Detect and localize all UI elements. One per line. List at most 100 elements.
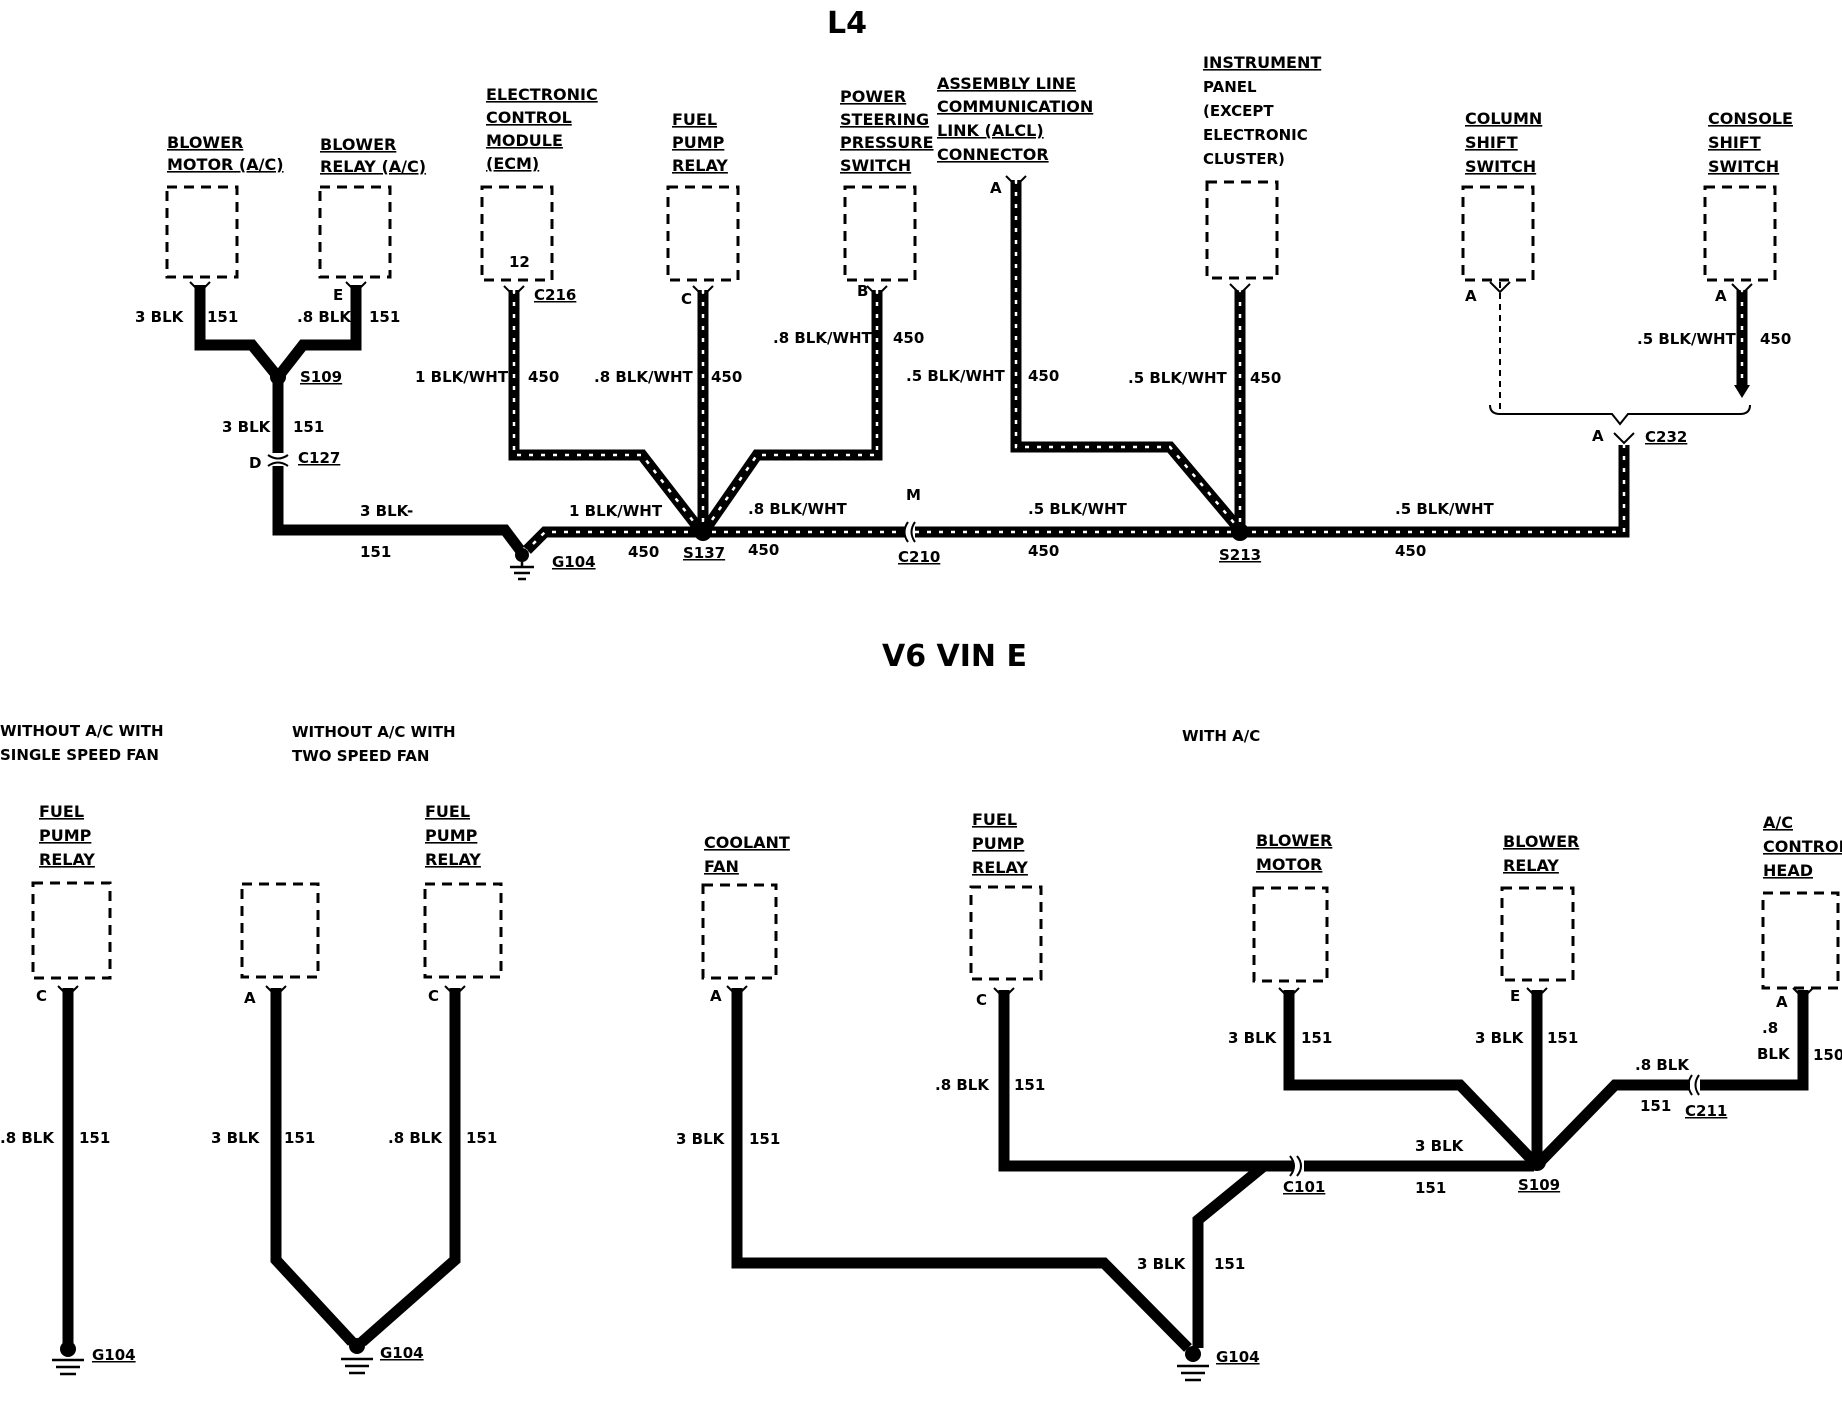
wire-v6b-fpr-g104: [358, 988, 461, 1347]
circuit-label: 450: [748, 541, 779, 559]
l4-blower-relay-box: [318, 185, 392, 279]
circuit-label: 450: [1760, 330, 1791, 348]
pin-column: A: [1465, 287, 1477, 305]
v6-component-boxes: [31, 881, 1840, 990]
cup-ip: [1229, 283, 1251, 296]
circuit-label: 450: [893, 329, 924, 347]
l4-ref-labels: C216 S109 C127 G104 S137 C210 S213 C232: [298, 286, 1687, 571]
label-coolant-2: FAN: [704, 857, 739, 876]
pin-c127: D: [249, 454, 261, 472]
circuit-label: 450: [1395, 542, 1426, 560]
cup-c232: [1613, 432, 1635, 445]
cup-v6c-blower-relay: [1526, 987, 1548, 1000]
circuit-label: 151: [1640, 1097, 1671, 1115]
label-alcl-2: COMMUNICATION: [937, 97, 1093, 116]
label-ac-head-2: CONTROL: [1763, 837, 1842, 856]
caption-v6c: WITH A/C: [1182, 727, 1260, 745]
ground-g104-v6b: [341, 1338, 373, 1375]
label-ps-3: PRESSURE: [840, 133, 934, 152]
v6-grounds: [52, 1338, 1209, 1382]
wire-v6c-coolant-g104: [731, 988, 1192, 1352]
arrow-console-shift: [1734, 385, 1750, 398]
label-ac-head-3: HEAD: [1763, 861, 1813, 880]
label-fpr-3: RELAY: [672, 156, 728, 175]
label-v6c-fpr-3: RELAY: [972, 858, 1028, 877]
label-ip-5: CLUSTER): [1203, 150, 1285, 168]
label-blower-relay-2: RELAY (A/C): [320, 157, 426, 176]
wire-s137-g104: [523, 526, 700, 554]
wire-v6b-left-g104: [270, 988, 357, 1346]
l4-connector-cups: [189, 175, 1753, 543]
v6-wire-labels: .8 BLK 151 3 BLK 151 .8 BLK 151 3 BLK 15…: [0, 1019, 1842, 1273]
ref-g104-v6b: G104: [380, 1344, 424, 1362]
wire-label: .8 BLK: [388, 1129, 443, 1147]
cup-console: [1731, 283, 1753, 296]
wire-label: 3 BLK: [222, 418, 272, 436]
label-ps-2: STEERING: [840, 110, 929, 129]
circuit-label: 150: [1813, 1046, 1842, 1064]
pin-v6c-blower-relay: E: [1510, 987, 1520, 1005]
circuit-label: 450: [628, 543, 659, 561]
pin-v6b-fpr: C: [428, 987, 439, 1005]
circuit-label: 151: [466, 1129, 497, 1147]
stripe-ecm: [512, 290, 701, 531]
label-alcl-3: LINK (ALCL): [937, 121, 1044, 140]
circuit-label: 151: [1415, 1179, 1446, 1197]
l4-column-shift-box: [1461, 185, 1535, 282]
wire-label: 3 BLK: [676, 1130, 726, 1148]
pin-fpr: C: [681, 290, 692, 308]
ground-symbol: [1177, 1364, 1209, 1382]
v6-pin-labels: C A C A C E A: [36, 987, 1788, 1011]
splice-s109: [270, 369, 286, 385]
pin-v6b-left: A: [244, 989, 256, 1007]
label-v6c-fpr-2: PUMP: [972, 834, 1025, 853]
wire-c127-g104: [272, 466, 525, 554]
wire-v6c-s109-c211: [1536, 1079, 1690, 1166]
splice-s137: [694, 523, 712, 541]
connector-c210: [903, 521, 916, 543]
label-coolant-1: COOLANT: [704, 833, 790, 852]
label-console-1: CONSOLE: [1708, 109, 1793, 128]
label-ps-1: POWER: [840, 87, 906, 106]
wire-label-1: .8: [1762, 1019, 1778, 1037]
label-ip-2: PANEL: [1203, 78, 1257, 96]
wire-label: 3 BLK-: [360, 502, 413, 520]
ref-g104-v6a: G104: [92, 1346, 136, 1364]
label-console-3: SWITCH: [1708, 157, 1779, 176]
label-alcl-1: ASSEMBLY LINE: [937, 74, 1076, 93]
wire-label: 3 BLK: [1228, 1029, 1278, 1047]
ref-c232: C232: [1645, 428, 1687, 446]
v6c-blower-relay-box: [1500, 886, 1575, 982]
label-v6c-fpr-1: FUEL: [972, 810, 1017, 829]
cup-fpr: [692, 285, 714, 298]
circuit-label: 151: [360, 543, 391, 561]
l4-ecm-box: [480, 185, 554, 282]
cup-alcl: [1005, 175, 1027, 188]
l4-component-boxes: [165, 180, 1777, 282]
ref-c210: C210: [898, 548, 940, 566]
cup-v6c-blower-motor: [1278, 987, 1300, 1000]
l4-fuel-pump-relay-box: [666, 185, 740, 282]
label-ecm-4: (ECM): [486, 154, 539, 173]
caption-v6b-1: WITHOUT A/C WITH: [292, 723, 456, 741]
label-blower-motor-2: MOTOR (A/C): [167, 155, 284, 174]
ref-s109: S109: [300, 368, 342, 386]
v6-connector-cups: [57, 985, 1814, 1177]
circuit-label: 151: [749, 1130, 780, 1148]
v6b-fpr-box: [423, 882, 503, 979]
stripe-s213-c232: [1240, 445, 1626, 534]
v6-captions: WITHOUT A/C WITH SINGLE SPEED FAN WITHOU…: [0, 722, 1260, 765]
ground-g104-v6a: [52, 1341, 84, 1376]
wire-v6c-c211-ac-head: [1700, 990, 1809, 1091]
label-v6a-fpr-2: PUMP: [39, 826, 92, 845]
connector-c127-lower: [267, 461, 289, 467]
cup-column: [1489, 281, 1511, 294]
l4-console-shift-box: [1703, 185, 1777, 282]
cup-ecm: [503, 285, 525, 298]
l4-wire-labels: 3 BLK 151 .8 BLK 151 3 BLK 151 3 BLK- 15…: [135, 308, 1791, 561]
label-fpr-1: FUEL: [672, 110, 717, 129]
wire-label: .8 BLK: [935, 1076, 990, 1094]
ground-symbol: [52, 1358, 84, 1376]
caption-v6a-1: WITHOUT A/C WITH: [0, 722, 164, 740]
